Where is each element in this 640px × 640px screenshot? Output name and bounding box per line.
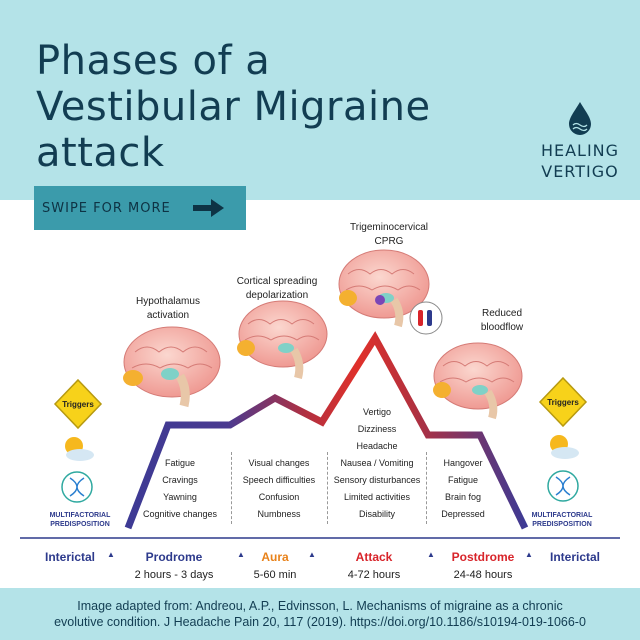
symptom-item: Brain fog	[444, 492, 482, 502]
phase-interictal-right: Interictal	[549, 550, 600, 564]
symptom-item: Dizziness	[357, 424, 397, 434]
symptom-item: Speech difficulties	[242, 475, 316, 485]
symptom-item: Visual changes	[248, 458, 310, 468]
symptom-item: Depressed	[441, 509, 485, 519]
migraine-phase-curve	[124, 331, 529, 530]
duration-prodrome: 2 hours - 3 days	[134, 569, 214, 581]
phase-prodrome: Prodrome	[145, 550, 203, 564]
prodrome-symptoms: Fatigue Cravings Yawning Cognitive chang…	[134, 455, 226, 523]
brain-hypothalamus-icon	[123, 326, 221, 408]
separator-2	[327, 452, 328, 524]
triggers-label-left: Triggers	[62, 400, 94, 409]
header-banner	[0, 0, 640, 200]
duration-postdrome: 24-48 hours	[453, 569, 513, 581]
label-line-2: bloodflow	[480, 322, 524, 333]
timeline-marker-icon: ▲	[525, 550, 533, 559]
symptom-item: Disability	[358, 509, 395, 519]
label-trigeminocervical: Trigeminocervical CPRG	[334, 221, 444, 249]
predisposition-line-1: MULTIFACTORIAL	[49, 512, 111, 519]
symptom-item: Cravings	[162, 475, 198, 485]
symptom-item: Nausea / Vomiting	[340, 458, 414, 468]
dna-right-icon	[547, 470, 579, 502]
brand-line-1: HEALING	[540, 141, 620, 160]
citation-line-1: Image adapted from: Andreou, A.P., Edvin…	[77, 599, 563, 613]
triggers-sign-right-icon	[538, 376, 588, 428]
phase-attack: Attack	[355, 550, 393, 564]
predisposition-label-right: MULTIFACTORIAL PREDISPOSITION	[512, 511, 612, 529]
citation: Image adapted from: Andreou, A.P., Edvin…	[20, 598, 620, 630]
phase-aura: Aura	[261, 550, 289, 564]
phase-postdrome: Postdrome	[451, 550, 515, 564]
symptom-item: Fatigue	[164, 458, 196, 468]
swipe-label: SWIPE FOR MORE	[42, 200, 171, 216]
brand-line-2: VERTIGO	[541, 162, 619, 181]
aura-symptoms: Visual changes Speech difficulties Confu…	[234, 455, 324, 523]
label-line-2: activation	[146, 310, 190, 321]
label-cortical: Cortical spreading depolarization	[222, 275, 332, 303]
duration-aura: 5-60 min	[253, 569, 297, 581]
separator-1	[231, 452, 232, 524]
symptom-item: Numbness	[257, 509, 301, 519]
predisposition-label-left: MULTIFACTORIAL PREDISPOSITION	[30, 511, 130, 529]
arrow-right-icon	[192, 199, 224, 217]
sun-cloud-left-icon	[65, 437, 94, 461]
label-line-2: CPRG	[374, 236, 404, 247]
phase-diagram	[20, 249, 620, 539]
brain-cortical-icon	[237, 300, 328, 380]
phase-interictal-left: Interictal	[44, 550, 95, 564]
brand-logo: HEALING VERTIGO	[520, 100, 640, 182]
label-bloodflow: Reduced bloodflow	[462, 307, 542, 335]
triggers-sign-left-icon	[53, 378, 103, 430]
timeline-marker-icon: ▲	[237, 550, 245, 559]
symptom-item: Cognitive changes	[142, 509, 218, 519]
label-line-1: Trigeminocervical	[350, 222, 428, 233]
timeline-marker-icon: ▲	[308, 550, 316, 559]
label-line-2: depolarization	[245, 290, 309, 301]
label-line-1: Hypothalamus	[136, 296, 200, 307]
label-line-1: Cortical spreading	[236, 276, 318, 287]
brain-bloodflow-icon	[433, 342, 523, 420]
title-line-1: Phases of a	[36, 38, 271, 84]
label-hypothalamus: Hypothalamus activation	[118, 295, 218, 323]
symptom-item: Sensory disturbances	[333, 475, 421, 485]
sun-cloud-right-icon	[550, 435, 579, 459]
predisposition-line-2: PREDISPOSITION	[50, 521, 110, 528]
attack-symptoms: Vertigo Dizziness Headache Nausea / Vomi…	[330, 404, 424, 523]
timeline-marker-icon: ▲	[427, 550, 435, 559]
page-title: Phases of a Vestibular Migraine attack	[36, 38, 506, 176]
symptom-item: Vertigo	[362, 407, 392, 417]
symptom-item: Headache	[356, 441, 398, 451]
title-line-3: attack	[36, 130, 165, 176]
symptom-item: Fatigue	[447, 475, 479, 485]
dna-left-icon	[61, 471, 93, 503]
title-line-2: Vestibular Migraine	[36, 84, 431, 130]
predisposition-line-2: PREDISPOSITION	[532, 521, 592, 528]
timeline-marker-icon: ▲	[107, 550, 115, 559]
duration-attack: 4-72 hours	[347, 569, 401, 581]
swipe-for-more-banner[interactable]: SWIPE FOR MORE	[34, 186, 246, 230]
label-line-1: Reduced	[481, 308, 523, 319]
citation-line-2: evolutive condition. J Headache Pain 20,…	[54, 615, 586, 629]
water-drop-icon	[569, 102, 591, 135]
symptom-item: Yawning	[163, 492, 197, 502]
symptom-item: Limited activities	[343, 492, 411, 502]
postdrome-symptoms: Hangover Fatigue Brain fog Depressed	[428, 455, 498, 523]
predisposition-line-1: MULTIFACTORIAL	[531, 512, 593, 519]
separator-3	[426, 452, 427, 524]
symptom-item: Confusion	[258, 492, 300, 502]
triggers-label-right: Triggers	[547, 398, 579, 407]
footer-banner	[0, 588, 640, 640]
symptom-item: Hangover	[443, 458, 483, 468]
brain-trigeminocervical-icon	[338, 249, 443, 335]
